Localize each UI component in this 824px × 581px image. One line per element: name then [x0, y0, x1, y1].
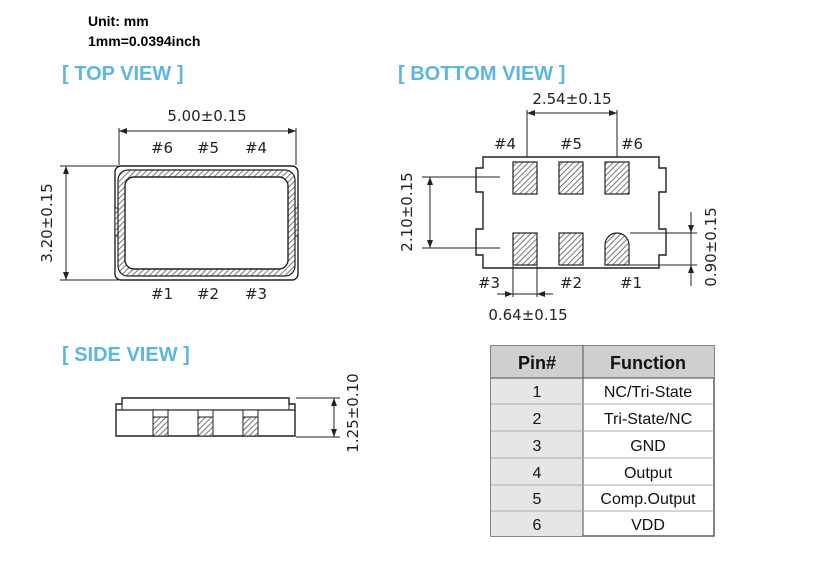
table-row-function: Comp.Output [600, 491, 696, 508]
side-view-heading: [ SIDE VIEW ] [62, 344, 190, 366]
bottom-pin-3: #3 [478, 274, 500, 292]
top-pin-4: #4 [245, 139, 267, 157]
table-row-pin: 1 [533, 384, 542, 401]
pad-6 [604, 161, 630, 195]
table-row-pin: 3 [533, 438, 542, 455]
table-row-pin: 5 [533, 491, 542, 508]
bottom-pad-height-dim: 0.90±0.15 [702, 207, 720, 286]
bottom-view: 2.54±0.15 2.10±0.15 0.90±0.15 0.64±0.15 [398, 90, 720, 324]
top-width-dim: 5.00±0.15 [167, 107, 246, 125]
bottom-pin-6: #6 [621, 135, 643, 153]
pad-5 [558, 161, 584, 195]
bottom-pin-1: #1 [620, 274, 642, 292]
top-pin-1: #1 [151, 285, 173, 303]
top-view-heading: [ TOP VIEW ] [62, 63, 184, 85]
conversion-label: 1mm=0.0394inch [88, 33, 200, 49]
table-row-function: NC/Tri-State [604, 384, 692, 401]
top-pin-2: #2 [197, 285, 219, 303]
table-row-pin: 4 [533, 465, 542, 482]
pin-function-table: Pin# Function 1 NC/Tri-State 2 Tri-State… [490, 345, 715, 537]
side-view: 1.25±0.10 [115, 373, 362, 453]
bottom-pin-4: #4 [494, 135, 516, 153]
top-view: 5.00±0.15 3.20±0.15 #6 #5 #4 #1 #2 #3 [38, 107, 299, 303]
table-row-function: Tri-State/NC [604, 411, 692, 428]
bottom-row-dim: 2.10±0.15 [398, 172, 416, 251]
bottom-pin-5: #5 [560, 135, 582, 153]
side-height-dim: 1.25±0.10 [344, 373, 362, 452]
table-header-function: Function [610, 353, 686, 373]
top-pin-6: #6 [151, 139, 173, 157]
bottom-pad-width-dim: 0.64±0.15 [488, 306, 567, 324]
bottom-pin-2: #2 [560, 274, 582, 292]
unit-label: Unit: mm [88, 13, 149, 29]
table-row-function: VDD [631, 517, 665, 534]
table-row-function: Output [624, 465, 673, 482]
pad-3 [512, 232, 538, 266]
pad-1 [604, 232, 630, 266]
top-pin-3: #3 [245, 285, 267, 303]
pad-2 [558, 232, 584, 266]
bottom-view-heading: [ BOTTOM VIEW ] [398, 63, 565, 85]
table-row-pin: 6 [533, 517, 542, 534]
table-row-function: GND [630, 438, 666, 455]
table-header-pin: Pin# [518, 353, 556, 373]
top-height-dim: 3.20±0.15 [38, 183, 56, 262]
table-row-pin: 2 [533, 411, 542, 428]
pad-4 [512, 161, 538, 195]
top-pin-5: #5 [197, 139, 219, 157]
bottom-pitch-dim: 2.54±0.15 [532, 90, 611, 108]
